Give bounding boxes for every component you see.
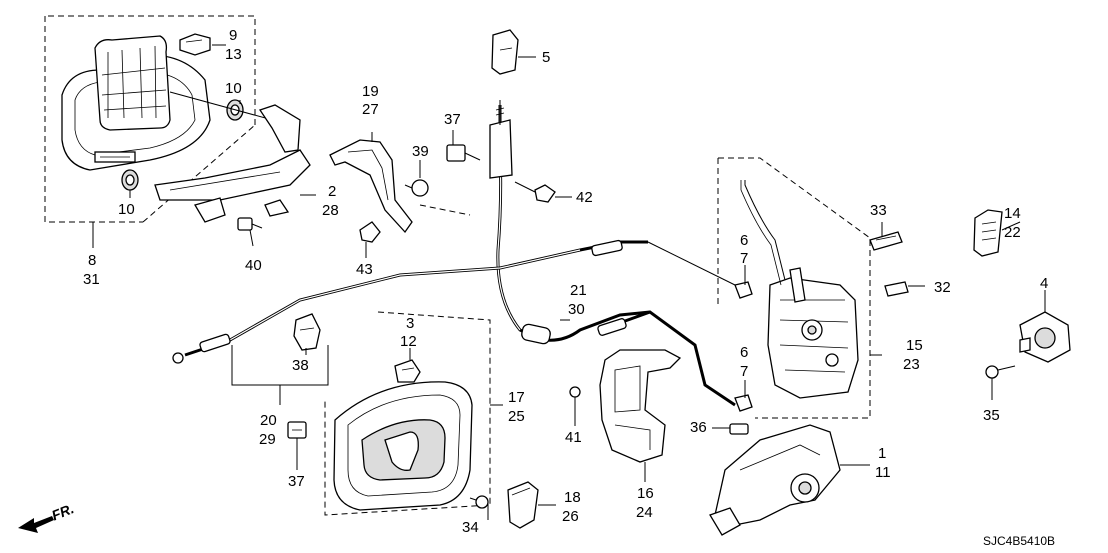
callout-10-lower: 10 bbox=[118, 201, 135, 218]
callout-39: 39 bbox=[412, 143, 429, 160]
callout-6-upper: 6 bbox=[740, 232, 748, 249]
callout-20: 20 bbox=[260, 412, 277, 429]
callout-36: 36 bbox=[690, 419, 707, 436]
cover-14-22 bbox=[973, 209, 1003, 257]
callout-13: 13 bbox=[225, 46, 242, 63]
callout-8: 8 bbox=[88, 252, 96, 269]
clip-38 bbox=[293, 313, 321, 351]
callout-42: 42 bbox=[576, 189, 593, 206]
callout-32: 32 bbox=[934, 279, 951, 296]
bolt-33 bbox=[869, 231, 903, 251]
grommet-10-upper bbox=[226, 99, 244, 121]
callout-26: 26 bbox=[562, 508, 579, 525]
callout-27: 27 bbox=[362, 101, 379, 118]
outside-handle-assembly bbox=[44, 15, 281, 248]
callout-7-upper: 7 bbox=[740, 250, 748, 267]
callout-37-lower: 37 bbox=[288, 473, 305, 490]
clip-3-12 bbox=[394, 359, 421, 383]
bolt-39 bbox=[404, 179, 429, 197]
callout-10-upper: 10 bbox=[225, 80, 242, 97]
callout-11: 11 bbox=[875, 464, 891, 481]
callout-9: 9 bbox=[229, 27, 237, 44]
actuator-1-11 bbox=[709, 424, 841, 536]
outside-handle-rod bbox=[154, 104, 311, 223]
callout-18: 18 bbox=[564, 489, 581, 506]
callout-28: 28 bbox=[322, 202, 339, 219]
bolt-40 bbox=[237, 217, 263, 231]
callout-7-lower: 7 bbox=[740, 363, 748, 380]
callout-35: 35 bbox=[983, 407, 1000, 424]
clip-9-13 bbox=[179, 33, 211, 56]
callout-19: 19 bbox=[362, 83, 379, 100]
callout-15: 15 bbox=[906, 337, 923, 354]
callout-29: 29 bbox=[259, 431, 276, 448]
callout-6-lower: 6 bbox=[740, 344, 748, 361]
callout-23: 23 bbox=[903, 356, 920, 373]
callout-25: 25 bbox=[508, 408, 525, 425]
front-direction-arrow: FR. bbox=[18, 500, 76, 533]
callout-3: 3 bbox=[406, 315, 414, 332]
protector-16-24 bbox=[599, 349, 682, 463]
callout-38: 38 bbox=[292, 357, 309, 374]
callout-43: 43 bbox=[356, 261, 373, 278]
screw-36 bbox=[729, 423, 749, 435]
callout-40: 40 bbox=[245, 257, 262, 274]
callout-1: 1 bbox=[878, 445, 886, 462]
callout-5: 5 bbox=[542, 49, 550, 66]
latch-group-15-23 bbox=[717, 157, 882, 419]
clip-6-7-lower bbox=[734, 394, 753, 412]
screw-32 bbox=[884, 281, 909, 297]
clip-6-7-upper bbox=[734, 281, 753, 299]
callout-34: 34 bbox=[462, 519, 479, 536]
callout-14: 14 bbox=[1004, 205, 1021, 222]
striker-4 bbox=[1019, 311, 1071, 363]
callout-33: 33 bbox=[870, 202, 887, 219]
clip-43 bbox=[359, 221, 381, 243]
direction-label: FR. bbox=[49, 500, 76, 523]
cable-21-30 bbox=[489, 100, 651, 345]
callout-30: 30 bbox=[568, 301, 585, 318]
cover-18-26 bbox=[507, 481, 539, 529]
callout-labels: 9 13 10 10 8 31 19 27 39 2 28 40 43 5 37… bbox=[83, 27, 1048, 536]
callout-41: 41 bbox=[565, 429, 582, 446]
cable-lower-lock bbox=[597, 310, 736, 407]
cable-20-29 bbox=[172, 239, 736, 364]
diagram-code: SJC4B5410B bbox=[983, 534, 1055, 548]
callout-16: 16 bbox=[637, 485, 654, 502]
callout-4: 4 bbox=[1040, 275, 1048, 292]
rod-19-27 bbox=[329, 139, 413, 234]
clip-42 bbox=[514, 181, 556, 203]
callout-37-upper: 37 bbox=[444, 111, 461, 128]
callout-31: 31 bbox=[83, 271, 100, 288]
grommet-10-lower bbox=[121, 169, 139, 191]
callout-22: 22 bbox=[1004, 224, 1021, 241]
callout-24: 24 bbox=[636, 504, 653, 521]
inside-handle-assembly bbox=[324, 311, 503, 516]
callout-2: 2 bbox=[328, 183, 336, 200]
callout-17: 17 bbox=[508, 389, 525, 406]
clip-37-lower bbox=[287, 421, 307, 439]
bolt-35 bbox=[985, 365, 1016, 379]
leader-lines bbox=[129, 44, 1046, 520]
cable-end-5 bbox=[491, 29, 519, 75]
screw-41 bbox=[569, 386, 581, 410]
clip-37-upper bbox=[446, 144, 481, 162]
callout-12: 12 bbox=[400, 333, 417, 350]
callout-21: 21 bbox=[570, 282, 587, 299]
